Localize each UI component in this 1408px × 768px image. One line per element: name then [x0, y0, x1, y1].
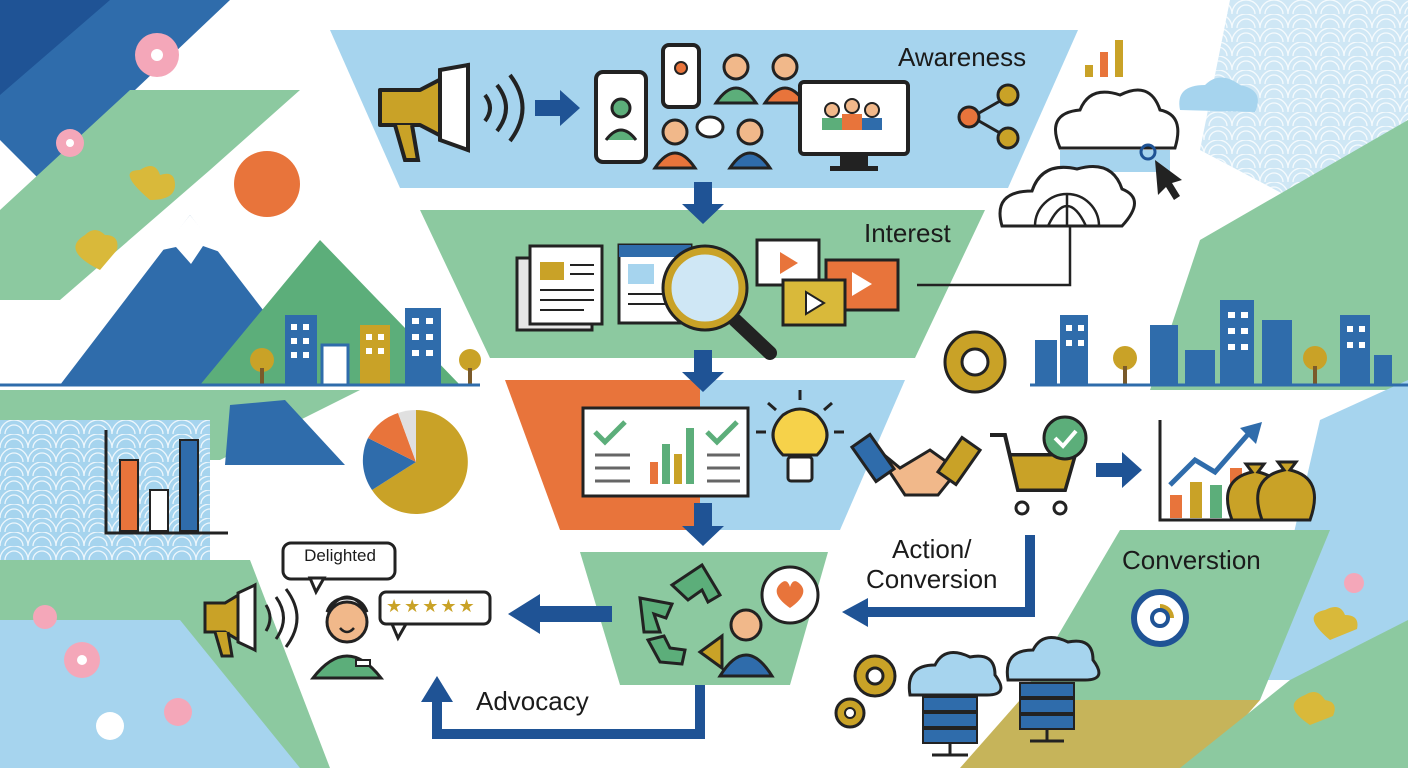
share-icon: [957, 83, 1020, 150]
money-bag-icon: [1226, 460, 1316, 522]
sakura-icon: [33, 33, 1364, 726]
pie-chart-icon: [1131, 589, 1189, 647]
stage-label-action-line2: Conversion: [866, 564, 998, 594]
arrow-icon: [1096, 452, 1142, 488]
stage-label-advocacy: Advocacy: [476, 686, 589, 716]
megaphone-icon: [378, 62, 525, 162]
magnifier-icon: [661, 244, 777, 360]
person-icon: [717, 608, 775, 678]
smartphone-icon: [594, 43, 701, 164]
video-icon: [755, 238, 900, 327]
cart-check-icon: [990, 415, 1088, 516]
pie-chart-icon: [362, 409, 468, 514]
arrow-icon: [842, 598, 868, 627]
ginkgo-icon: [75, 166, 1358, 725]
down-arrow-icon: [682, 182, 724, 546]
arrow-icon: [421, 676, 453, 702]
gear-icon: [943, 330, 1007, 394]
connector-arrow: [432, 685, 705, 739]
growth-chart-icon: [1158, 420, 1262, 522]
stage-label-conversion: Converstion: [1122, 545, 1261, 575]
stage-label-awareness: Awareness: [898, 42, 1027, 72]
lightbulb-icon: [756, 390, 844, 483]
megaphone-icon: [203, 582, 299, 658]
connector-arrow: [862, 535, 1035, 617]
stage-label-action-line1: Action/: [892, 534, 972, 564]
star-rating-icon: [378, 590, 492, 642]
globe-cloud-icon: [998, 165, 1136, 228]
heart-bubble-icon: [760, 565, 820, 625]
sakura-icon: [96, 712, 124, 740]
connector-line: [917, 227, 1072, 287]
stage-label-action: Action/ Conversion: [866, 534, 998, 594]
cloud-icon: [1054, 88, 1180, 172]
document-icon: [515, 244, 604, 332]
cursor-icon: [1155, 160, 1182, 200]
cloud-icon: [1179, 77, 1258, 112]
recycle-icon: [638, 562, 723, 666]
speech-bubble-text: Delighted: [304, 546, 376, 565]
monitor-icon: [798, 80, 910, 171]
rating-stars: ★★★★★: [386, 596, 477, 616]
stage-label-interest: Interest: [864, 218, 951, 248]
avatar: [309, 595, 385, 680]
arrow-icon: [508, 594, 612, 634]
city-icon: [0, 308, 481, 387]
handshake-icon: [849, 432, 983, 497]
sun-icon: [234, 151, 300, 217]
city-icon: [1030, 300, 1408, 387]
bar-chart-icon: [104, 430, 228, 535]
arrow-icon: [697, 633, 724, 671]
server-cloud-icon: [907, 651, 1003, 757]
dashboard-icon: [581, 406, 750, 498]
server-cloud-icon: [1005, 636, 1101, 743]
gear-icon: [834, 654, 897, 729]
people-icon: [652, 53, 808, 170]
speech-bubble: [281, 541, 397, 596]
arrow-icon: [535, 90, 580, 126]
bar-chart-icon: [1085, 40, 1123, 77]
